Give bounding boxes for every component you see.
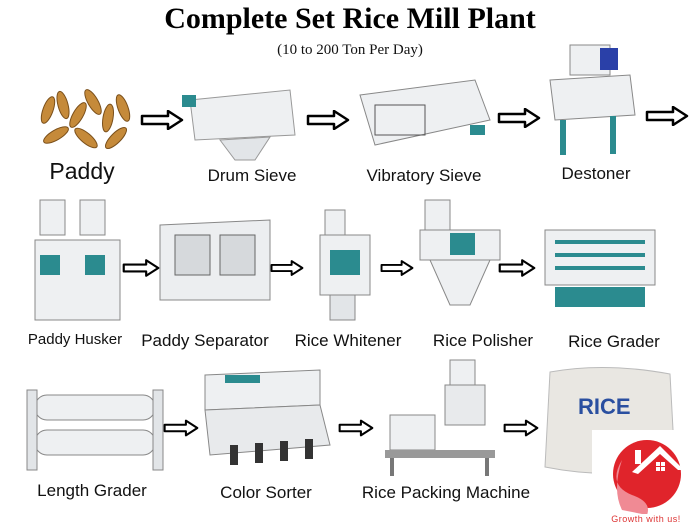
arrow-right-icon [270, 258, 304, 278]
length-grader-image [26, 389, 164, 471]
arrow-right-icon [140, 110, 184, 130]
arrow-right-icon [380, 258, 414, 278]
company-logo: Growth with us! [592, 430, 700, 529]
label-length-grader: Length Grader [37, 481, 147, 500]
color-sorter-image [204, 369, 331, 465]
arrow-right-icon [498, 258, 536, 278]
label-rice-grader: Rice Grader [568, 332, 660, 351]
label-paddy-husker: Paddy Husker [27, 331, 123, 348]
rice-packing-machine-image [385, 359, 495, 476]
vibratory-sieve-image [359, 79, 491, 146]
bag-text: RICE [578, 394, 631, 419]
destoner-image [549, 44, 636, 155]
label-rice-polisher: Rice Polisher [432, 331, 534, 350]
label-color-sorter: Color Sorter [220, 483, 312, 502]
arrow-right-icon [122, 258, 160, 278]
paddy-separator-image [159, 219, 271, 301]
arrow-right-icon [306, 110, 350, 130]
label-vibratory-sieve: Vibratory Sieve [366, 166, 482, 185]
rice-whitener-image [319, 209, 371, 321]
paddy-grains-image [40, 89, 131, 150]
arrow-right-icon [503, 418, 539, 438]
arrow-right-icon [338, 418, 374, 438]
rice-grader-image [544, 229, 656, 307]
page-subtitle: (10 to 200 Ton Per Day) [277, 42, 423, 58]
arrow-right-icon [645, 106, 689, 126]
label-rice-packing-machine: Rice Packing Machine [361, 483, 531, 502]
label-paddy-separator: Paddy Separator [141, 331, 269, 350]
label-rice-whitener: Rice Whitener [294, 331, 402, 350]
house-logo-icon [613, 440, 684, 515]
drum-sieve-image [182, 89, 296, 161]
logo-tagline: Growth with us! [611, 514, 681, 524]
arrow-right-icon [163, 418, 199, 438]
paddy-husker-image [34, 199, 121, 321]
arrow-right-icon [497, 108, 541, 128]
label-destoner: Destoner [561, 164, 631, 183]
rice-polisher-image [419, 199, 501, 306]
label-paddy: Paddy [49, 158, 115, 184]
label-drum-sieve: Drum Sieve [207, 166, 297, 185]
page-title: Complete Set Rice Mill Plant [164, 2, 536, 35]
